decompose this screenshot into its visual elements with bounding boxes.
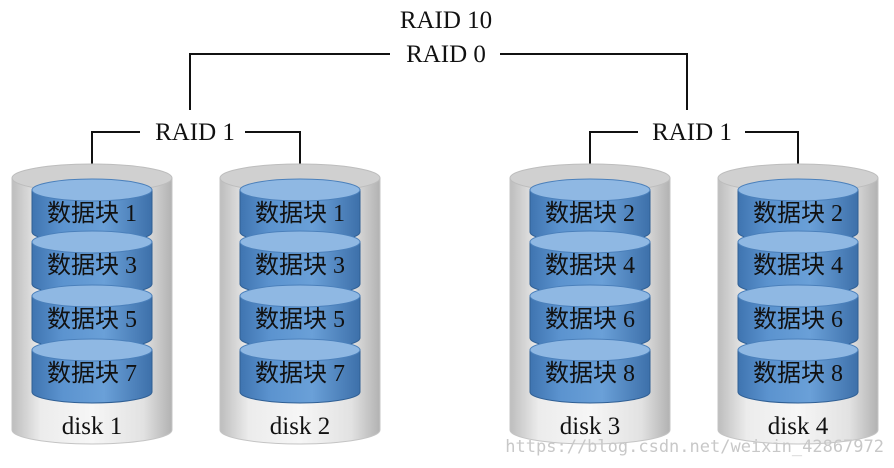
- disk-label: disk 2: [270, 413, 330, 440]
- data-block-top: [239, 178, 361, 202]
- watermark-text: https://blog.csdn.net/weixin_42867972: [505, 437, 884, 457]
- data-block-label: 数据块 4: [753, 252, 843, 279]
- disk-label: disk 3: [560, 413, 620, 440]
- raid10-label: RAID 10: [400, 7, 492, 34]
- data-block-top: [239, 230, 361, 254]
- data-block: 数据块 2: [529, 178, 651, 244]
- data-block: 数据块 7: [31, 338, 153, 404]
- data-block-top: [737, 338, 859, 362]
- data-block-body: [31, 349, 153, 404]
- data-block: 数据块 8: [737, 338, 859, 404]
- data-block: 数据块 6: [737, 284, 859, 350]
- data-block-label: 数据块 5: [255, 306, 345, 333]
- data-block: 数据块 5: [239, 284, 361, 350]
- disk-3: 数据块 2 数据块 4 数据块 6 数据块 8 disk 3: [509, 163, 671, 445]
- data-block-label: 数据块 7: [47, 360, 137, 387]
- raid0-connector-right: [500, 53, 688, 110]
- data-block-top: [737, 178, 859, 202]
- data-block-top: [529, 230, 651, 254]
- data-block-label: 数据块 1: [255, 200, 345, 227]
- data-block-label: 数据块 8: [753, 360, 843, 387]
- data-block-body: [529, 349, 651, 404]
- data-block-label: 数据块 4: [545, 252, 635, 279]
- data-block-top: [239, 338, 361, 362]
- data-block: 数据块 6: [529, 284, 651, 350]
- data-block-top: [737, 284, 859, 308]
- disk-2: 数据块 1 数据块 3 数据块 5 数据块 7 disk 2: [219, 163, 381, 445]
- raid0-label: RAID 0: [406, 41, 486, 68]
- data-block: 数据块 3: [239, 230, 361, 296]
- connector-lines: [91, 53, 799, 186]
- data-block-top: [737, 230, 859, 254]
- data-block-body: [239, 349, 361, 404]
- data-block-top: [31, 338, 153, 362]
- data-block-top: [31, 178, 153, 202]
- data-block-label: 数据块 5: [47, 306, 137, 333]
- data-block: 数据块 2: [737, 178, 859, 244]
- data-block-top: [31, 284, 153, 308]
- disk-4: 数据块 2 数据块 4 数据块 6 数据块 8 disk 4: [717, 163, 879, 445]
- data-block-top: [529, 178, 651, 202]
- disk-1: 数据块 1 数据块 3 数据块 5 数据块 7 disk 1: [11, 163, 173, 445]
- raid0-connector-left: [189, 53, 390, 110]
- data-block: 数据块 1: [239, 178, 361, 244]
- data-block-top: [31, 230, 153, 254]
- data-block: 数据块 4: [737, 230, 859, 296]
- data-block-label: 数据块 3: [47, 252, 137, 279]
- data-block: 数据块 4: [529, 230, 651, 296]
- data-block: 数据块 7: [239, 338, 361, 404]
- disk-label: disk 1: [62, 413, 122, 440]
- data-block-label: 数据块 1: [47, 200, 137, 227]
- data-block-label: 数据块 7: [255, 360, 345, 387]
- data-block: 数据块 5: [31, 284, 153, 350]
- data-block-top: [529, 338, 651, 362]
- disk-label: disk 4: [768, 413, 829, 440]
- data-block-body: [737, 349, 859, 404]
- data-block-label: 数据块 3: [255, 252, 345, 279]
- right-raid1-label: RAID 1: [652, 119, 732, 146]
- data-block-label: 数据块 2: [545, 200, 635, 227]
- data-block-label: 数据块 2: [753, 200, 843, 227]
- data-block: 数据块 8: [529, 338, 651, 404]
- data-block-top: [529, 284, 651, 308]
- data-block: 数据块 3: [31, 230, 153, 296]
- data-block-top: [239, 284, 361, 308]
- left-raid1-label: RAID 1: [155, 119, 235, 146]
- data-block-label: 数据块 6: [545, 306, 635, 333]
- data-block-label: 数据块 8: [545, 360, 635, 387]
- data-block-label: 数据块 6: [753, 306, 843, 333]
